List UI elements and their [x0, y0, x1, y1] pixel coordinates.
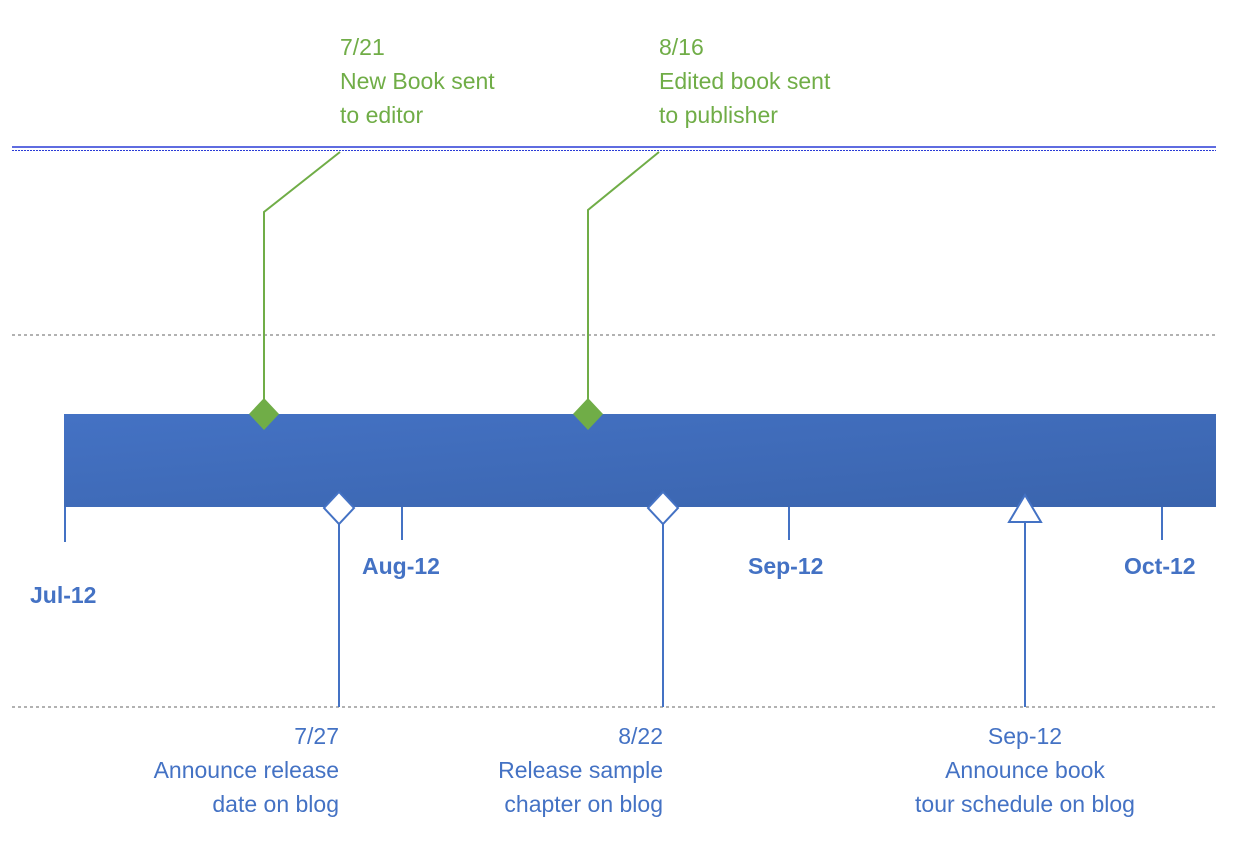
milestone-below-label: Sep-12 Announce book tour schedule on bl…	[875, 719, 1175, 821]
milestone-below-label: 8/22 Release sample chapter on blog	[498, 719, 663, 821]
milestone-below-label: 7/27 Announce release date on blog	[154, 719, 339, 821]
milestone-text-line-2: date on blog	[212, 791, 339, 817]
milestone-above-label: 7/21 New Book sent to editor	[340, 30, 495, 132]
triangle-outline-icon	[1007, 493, 1043, 523]
milestone-date: 7/27	[294, 723, 339, 749]
axis-label-jul-12: Jul-12	[30, 582, 97, 608]
milestone-text-line-1: Announce release	[153, 757, 339, 783]
diamond-filled-icon	[573, 398, 603, 430]
axis-label-sep-12: Sep-12	[748, 553, 824, 579]
milestone-text-line-1: New Book sent	[340, 68, 495, 94]
milestone-date: Sep-12	[987, 723, 1063, 749]
milestone-text-line-1: Announce book	[945, 757, 1105, 783]
timeline-bar	[64, 414, 1216, 507]
milestone-date: 8/16	[659, 34, 704, 60]
milestone-above-label: 8/16 Edited book sent to publisher	[659, 30, 830, 132]
milestone-above-connector	[587, 151, 660, 402]
milestone-text-line-1: Release sample	[498, 757, 663, 783]
milestone-text-line-1: Edited book sent	[659, 68, 831, 94]
diamond-filled-icon	[249, 398, 279, 430]
diamond-outline-icon	[646, 490, 680, 526]
milestone-text-line-2: to editor	[340, 102, 424, 128]
milestone-text-line-2: chapter on blog	[504, 791, 663, 817]
milestone-date: 7/21	[340, 34, 385, 60]
axis-label-oct-12: Oct-12	[1124, 553, 1196, 579]
milestone-text-line-2: tour schedule on blog	[915, 791, 1135, 817]
milestone-above-connector	[263, 151, 341, 402]
axis-label-aug-12: Aug-12	[362, 553, 440, 579]
milestone-date: 8/22	[618, 723, 663, 749]
milestone-text-line-2: to publisher	[659, 102, 778, 128]
diamond-outline-icon	[322, 490, 356, 526]
